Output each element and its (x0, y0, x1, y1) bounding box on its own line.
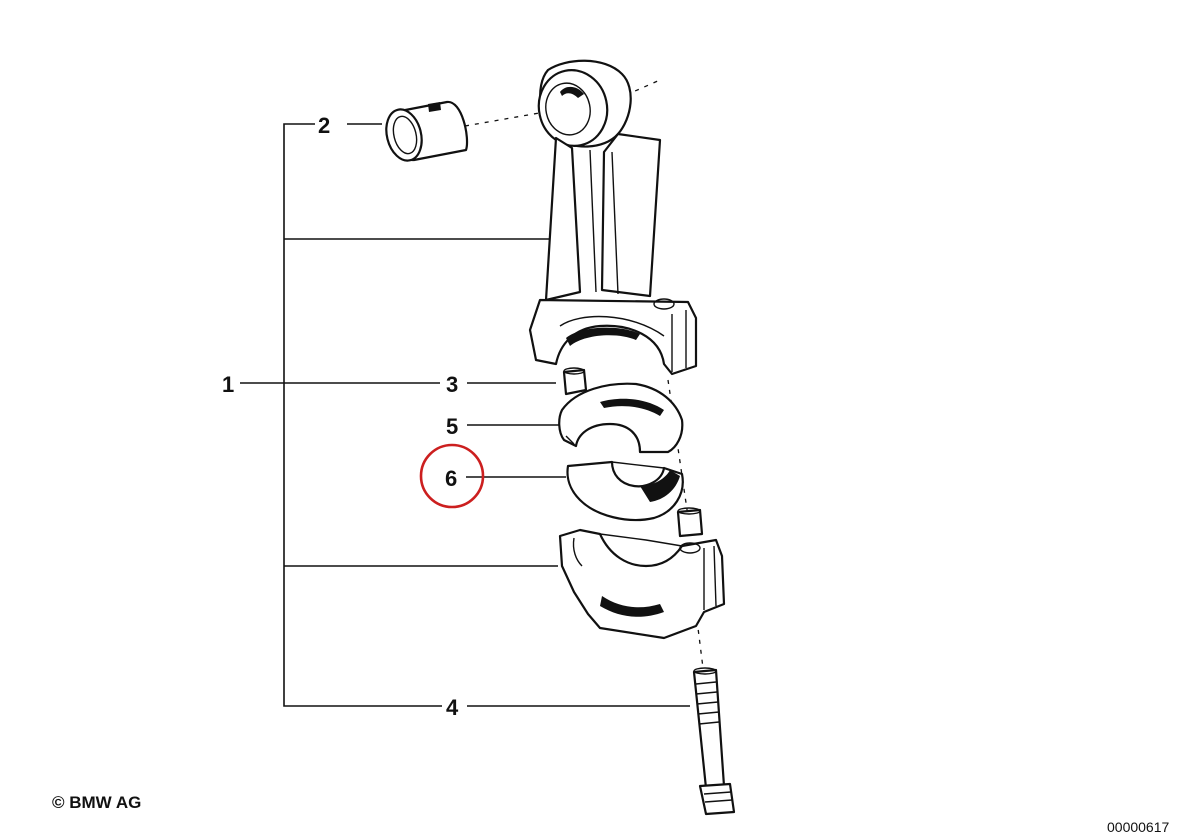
callout-3: 3 (446, 372, 458, 397)
document-number: 00000617 (1107, 819, 1170, 835)
callout-6: 6 (445, 466, 457, 491)
connecting-rod (528, 59, 698, 376)
callout-5: 5 (446, 414, 458, 439)
callout-1: 1 (222, 372, 234, 397)
small-end-bushing (385, 100, 469, 162)
bearing-shell-upper (558, 382, 684, 454)
highlight-circle (419, 443, 485, 509)
leader-lines (240, 79, 704, 707)
bearing-cap (558, 528, 726, 640)
callout-2: 2 (318, 113, 330, 138)
callout-4: 4 (446, 695, 459, 720)
callouts: 1 2 3 5 6 4 (222, 113, 459, 720)
rod-bolt (692, 667, 736, 816)
copyright-label: © BMW AG (52, 793, 141, 812)
bearing-shell-lower (566, 460, 684, 522)
dowel-sleeve-lower (676, 507, 704, 538)
dowel-sleeve-upper (562, 367, 588, 396)
